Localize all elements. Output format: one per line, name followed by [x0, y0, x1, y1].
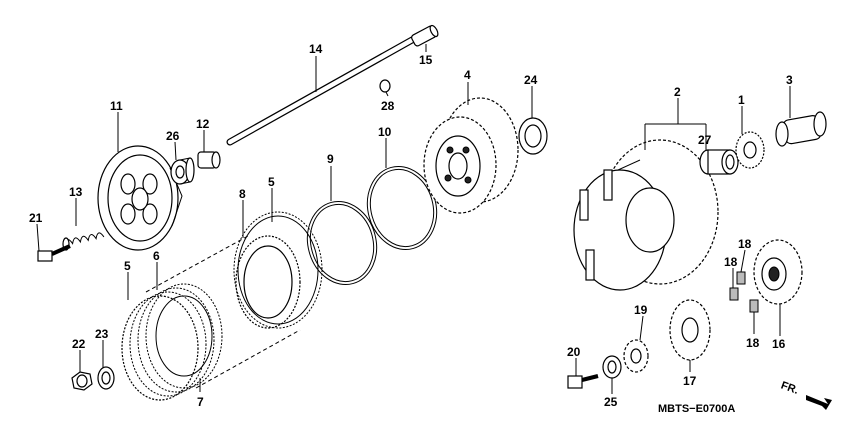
callout-12: 12	[196, 117, 210, 131]
pressure-plate-part	[97, 145, 183, 251]
callout-25: 25	[604, 395, 618, 409]
callout-22: 22	[72, 337, 86, 351]
callout-6: 6	[153, 249, 160, 263]
callout-5-upper: 5	[268, 175, 275, 189]
callout-16: 16	[772, 337, 786, 351]
small-gear-part	[623, 339, 649, 373]
callout-10: 10	[378, 125, 392, 139]
washer-24-part	[518, 117, 548, 155]
bearing-part	[170, 157, 195, 185]
callout-14: 14	[309, 42, 323, 56]
direction-label: FR.	[779, 380, 800, 397]
callout-18-middle: 18	[724, 255, 738, 269]
callout-1: 1	[738, 93, 745, 107]
callout-9: 9	[327, 152, 334, 166]
callout-5-lower: 5	[124, 259, 131, 273]
friction-disc-5-upper-part	[233, 211, 323, 329]
push-rod-part	[226, 36, 416, 146]
callout-7: 7	[197, 395, 204, 409]
callout-26: 26	[166, 129, 180, 143]
washer-28-part	[379, 79, 391, 93]
clutch-disc-stack-part	[121, 235, 301, 401]
diagram-code: MBTS−E0700A	[658, 403, 735, 415]
callout-11: 11	[110, 99, 123, 113]
washer-23-part	[97, 366, 115, 390]
clutch-plate-8-part	[235, 235, 301, 329]
callout-numbers: 14 15 28 10 9 4 24 11 26 12 13 21 8 5 5 …	[29, 42, 800, 415]
callout-3: 3	[786, 73, 793, 87]
callout-27: 27	[698, 133, 712, 147]
needle-bearing-part	[699, 149, 739, 175]
callout-23: 23	[95, 327, 109, 341]
callout-17: 17	[683, 374, 697, 388]
lifter-piece-part	[197, 151, 221, 169]
callout-18-bottom: 18	[746, 336, 760, 350]
collar-part	[775, 111, 827, 147]
callout-24: 24	[524, 73, 538, 87]
callout-21: 21	[29, 211, 43, 225]
ring-9-part	[306, 200, 378, 286]
bolt-20-part	[567, 374, 599, 389]
callout-28: 28	[381, 99, 395, 113]
sprocket-part	[669, 299, 711, 361]
front-direction-arrow-icon	[806, 395, 832, 410]
callout-8: 8	[239, 187, 246, 201]
callout-19: 19	[634, 303, 648, 317]
driven-gear-part	[753, 239, 803, 305]
clutch-outer-part	[573, 139, 719, 291]
callout-18-top: 18	[738, 237, 752, 251]
oil-pump-drive-gear-part	[735, 131, 765, 169]
lock-nut-part	[71, 371, 93, 391]
callout-20: 20	[567, 345, 581, 359]
damper-spring-part	[729, 271, 759, 313]
leader-lines	[36, 44, 791, 394]
bolt-part	[37, 244, 71, 262]
clutch-center-part	[423, 97, 519, 214]
callout-2: 2	[674, 85, 681, 99]
callout-15: 15	[419, 53, 433, 67]
callout-13: 13	[69, 185, 83, 199]
push-rod-tip-part	[411, 24, 439, 47]
callout-4: 4	[464, 68, 471, 82]
washer-25-part	[602, 355, 622, 379]
